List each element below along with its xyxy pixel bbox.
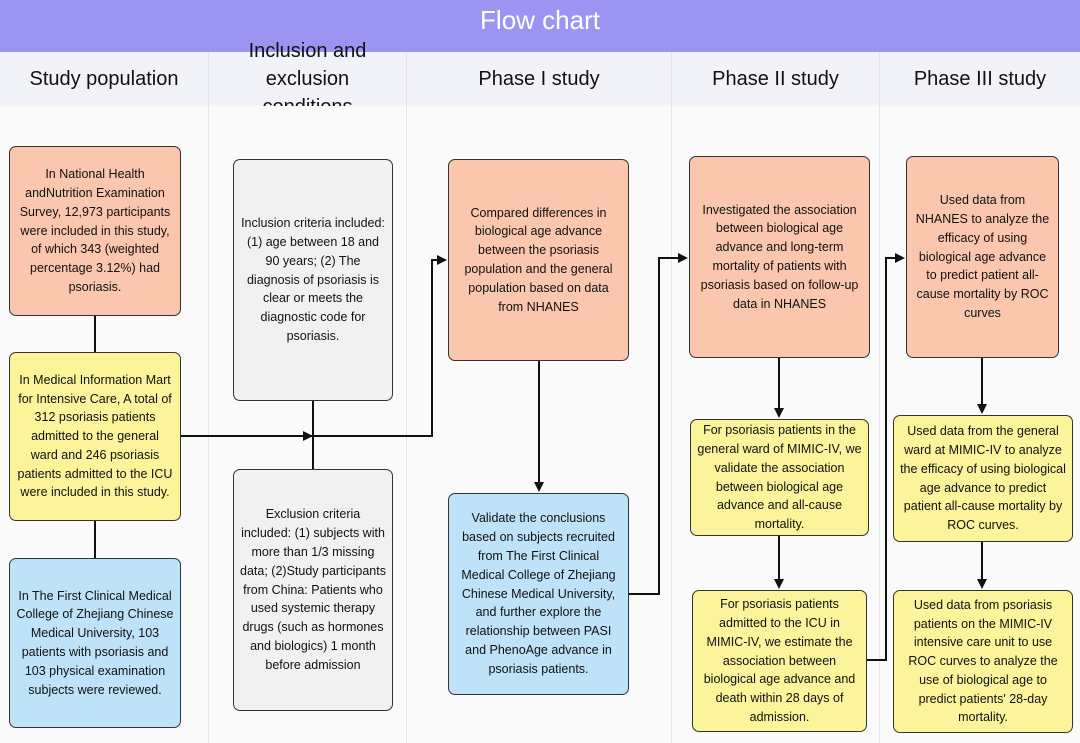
arrow-criteria-to-phase1 (311, 255, 447, 437)
column-header-phase-1: Phase I study (407, 52, 671, 106)
box-phase3-nhanes-roc: Used data from NHANES to analyze the eff… (906, 156, 1059, 358)
box-phase1-nhanes-comparison: Compared differences in biological age a… (448, 159, 629, 361)
column-divider (406, 52, 407, 743)
box-phase1-validation: Validate the conclusions based on subjec… (448, 493, 629, 695)
column-divider (879, 52, 880, 743)
column-header-phase-3: Phase III study (880, 52, 1080, 106)
box-exclusion-criteria: Exclusion criteria included: (1) subject… (233, 469, 393, 711)
column-divider (671, 52, 672, 743)
box-mimic-population: In Medical Information Mart for Intensiv… (9, 352, 181, 521)
arrow-phase1-to-phase2 (629, 253, 688, 595)
column-divider (208, 52, 209, 743)
box-phase2-general-ward: For psoriasis patients in the general wa… (690, 419, 869, 536)
arrow-phase2-to-phase3 (867, 253, 905, 661)
box-zhejiang-population: In The First Clinical Medical College of… (9, 558, 181, 728)
box-phase2-long-term-mortality: Investigated the association between bio… (689, 156, 870, 358)
column-header-phase-2: Phase II study (672, 52, 879, 106)
box-phase3-general-ward-roc: Used data from the general ward at MIMIC… (893, 415, 1073, 542)
box-inclusion-criteria: Inclusion criteria included: (1) age bet… (233, 159, 393, 401)
box-phase2-icu: For psoriasis patients admitted to the I… (692, 590, 867, 732)
box-nhanes-population: In National Health andNutrition Examinat… (9, 146, 181, 316)
column-header-study-population: Study population (0, 52, 208, 106)
box-phase3-icu-roc: Used data from psoriasis patients on the… (893, 590, 1073, 733)
flow-chart-title: Flow chart (0, 0, 1080, 52)
